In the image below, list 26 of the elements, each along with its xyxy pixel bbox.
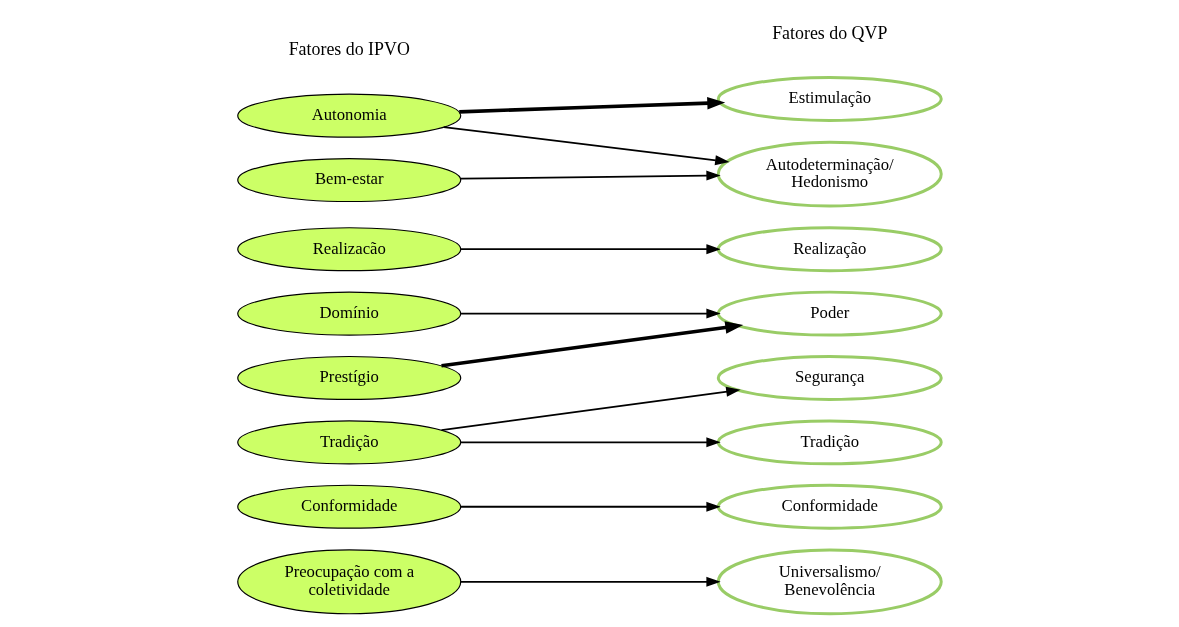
node-ellipse: Universalismo/ Benevolência — [716, 548, 943, 616]
arrow — [459, 96, 726, 114]
node-ellipse: Realização — [716, 226, 943, 273]
node-ellipse: Preocupação com a coletividade — [237, 549, 462, 615]
node-ellipse: Bem-estar — [237, 158, 462, 203]
node-ellipse: Domínio — [237, 291, 462, 336]
arrow — [459, 308, 721, 319]
arrow — [459, 576, 721, 587]
node-ellipse: Tradição — [716, 419, 943, 466]
arrow — [440, 386, 741, 431]
node-ellipse: Tradição — [237, 420, 462, 465]
arrow — [459, 170, 721, 181]
arrow — [459, 437, 721, 448]
arrow — [459, 501, 721, 512]
arrow — [459, 244, 721, 255]
arrow — [442, 126, 730, 166]
node-ellipse: Prestígio — [237, 355, 462, 400]
node-ellipse: Autonomia — [237, 93, 462, 138]
node-ellipse: Realizacão — [237, 227, 462, 272]
node-ellipse: Conformidade — [237, 484, 462, 529]
node-ellipse: Estimulação — [716, 76, 943, 122]
node-ellipse: Conformidade — [716, 483, 943, 530]
label: Fatores do IPVO — [288, 39, 410, 60]
arrow — [441, 321, 744, 368]
node-ellipse: Segurança — [716, 355, 943, 401]
label: Fatores do QVP — [772, 22, 888, 43]
